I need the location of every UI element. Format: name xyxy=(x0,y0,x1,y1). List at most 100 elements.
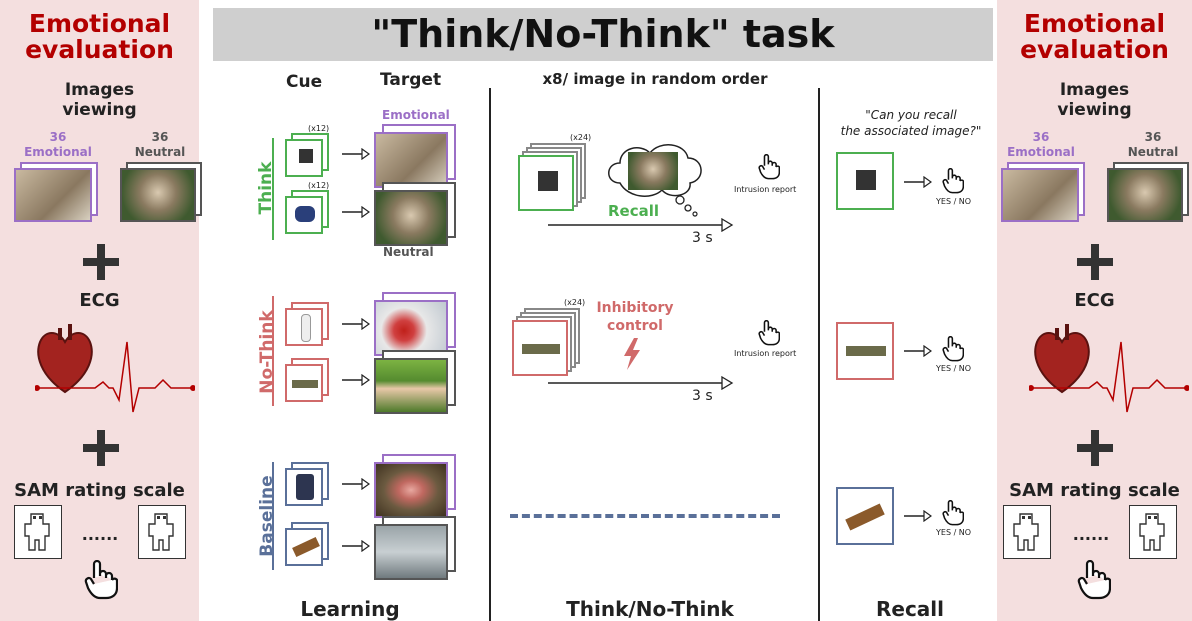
x12-label-b: (x12) xyxy=(308,181,330,190)
emotional-target-label: Emotional xyxy=(382,108,450,122)
recall-question-line2: the associated image?" xyxy=(840,124,982,138)
tnt-header: x8/ image in random order xyxy=(542,70,768,88)
left-neutral-label: Neutral xyxy=(134,145,186,159)
right-title-line2: evaluation xyxy=(1020,35,1169,64)
sam-figure-icon xyxy=(138,505,186,559)
nothink-target-emotional xyxy=(374,292,456,356)
left-sam-dots: ...... xyxy=(81,525,119,544)
tnt-footer: Think/No-Think xyxy=(566,597,734,621)
hand-pointer-icon xyxy=(942,168,964,194)
hand-pointer-icon xyxy=(84,560,118,600)
tnt-nothink-cue-stack xyxy=(512,308,582,380)
tick-insect-image xyxy=(14,168,92,222)
think-label: Think xyxy=(256,161,276,215)
x24-label-a: (x24) xyxy=(570,133,592,142)
plus-icon xyxy=(83,430,119,466)
plus-icon xyxy=(1077,244,1113,280)
recall-cue-nothink xyxy=(836,322,894,380)
sam-figure-icon xyxy=(1129,505,1177,559)
divider-learning-tnt xyxy=(489,88,491,621)
recall-cue-baseline xyxy=(836,487,894,545)
right-neutral-label: Neutral xyxy=(1127,145,1179,159)
left-neutral-count: 36 xyxy=(151,130,169,144)
baseline-target-neutral xyxy=(374,516,456,580)
divider-tnt-recall xyxy=(818,88,820,621)
right-viewing-line2: viewing xyxy=(1057,100,1132,120)
x12-label-a: (x12) xyxy=(308,124,330,133)
left-neutral-image-stack xyxy=(120,162,206,222)
think-target-neutral xyxy=(374,182,456,246)
hand-pointer-icon xyxy=(758,154,780,180)
inhibitory-line2: control xyxy=(607,318,663,334)
bloody-sink-image xyxy=(374,300,448,356)
right-emotional-label: Emotional xyxy=(1007,145,1075,159)
recall-word: Recall xyxy=(608,202,660,220)
feet-grass-image xyxy=(374,358,448,414)
hand-pointer-icon xyxy=(942,500,964,526)
tick-insect-image xyxy=(374,132,448,188)
x24-label-b: (x24) xyxy=(564,298,586,307)
plus-icon xyxy=(1077,430,1113,466)
left-emotional-image-stack xyxy=(14,162,100,222)
time-label-b: 3 s xyxy=(692,388,713,404)
left-ecg-label: ECG xyxy=(79,290,120,311)
sam-figure-icon xyxy=(1003,505,1051,559)
think-bracket xyxy=(272,138,274,240)
arrow-icon xyxy=(342,206,370,218)
lightning-icon xyxy=(624,338,640,370)
nothink-target-neutral xyxy=(374,350,456,414)
intrusion-report-a: Intrusion report xyxy=(734,185,797,194)
think-target-emotional xyxy=(374,124,456,188)
target-header: Target xyxy=(380,70,442,90)
nothink-label: No-Think xyxy=(257,310,277,394)
plus-icon xyxy=(83,244,119,280)
arrow-icon xyxy=(904,176,932,188)
nothink-cue-1 xyxy=(285,302,329,346)
neutral-target-label: Neutral xyxy=(383,245,434,259)
cat-image xyxy=(374,190,448,246)
hand-pointer-icon xyxy=(1077,560,1111,600)
arrow-icon xyxy=(342,374,370,386)
recall-footer: Recall xyxy=(875,597,945,621)
baseline-dashed-line xyxy=(510,514,780,518)
ecg-trace-icon xyxy=(35,341,195,413)
tnt-think-cue-stack xyxy=(518,143,588,215)
worm-image xyxy=(374,462,448,518)
tick-insect-image xyxy=(1001,168,1079,222)
learning-footer: Learning xyxy=(300,597,400,621)
nothink-bracket xyxy=(272,296,274,406)
arrow-icon xyxy=(342,148,370,160)
time-axis-arrow xyxy=(548,218,734,232)
hand-pointer-icon xyxy=(942,336,964,362)
cat-image xyxy=(120,168,196,222)
baseline-label: Baseline xyxy=(257,475,277,557)
baseline-cue-1 xyxy=(285,462,329,506)
yes-no-a: YES / NO xyxy=(936,197,972,206)
cat-image xyxy=(1107,168,1183,222)
think-cue-1 xyxy=(285,133,329,177)
inhibitory-line1: Inhibitory xyxy=(596,300,674,316)
left-viewing-line1: Images xyxy=(64,80,135,100)
right-viewing-line1: Images xyxy=(1059,80,1130,100)
ecg-trace-icon xyxy=(1029,341,1189,413)
left-sam-label: SAM rating scale xyxy=(14,480,185,501)
right-emotional-image-stack xyxy=(1001,162,1087,222)
header-bar: "Think/No-Think" task xyxy=(213,8,993,61)
heart-icon xyxy=(37,324,93,394)
think-cue-2 xyxy=(285,190,329,234)
yes-no-b: YES / NO xyxy=(936,364,972,373)
bicycle-image xyxy=(374,524,448,580)
time-axis-arrow xyxy=(548,376,734,390)
baseline-target-emotional xyxy=(374,454,456,518)
cue-header: Cue xyxy=(286,72,323,92)
left-evaluation-panel: Emotional evaluation Images viewing 36 E… xyxy=(0,0,202,621)
yes-no-c: YES / NO xyxy=(936,528,972,537)
cloud-cat-image xyxy=(628,152,678,190)
left-viewing-line2: viewing xyxy=(62,100,137,120)
right-title-line1: Emotional xyxy=(1023,9,1166,38)
hand-pointer-icon xyxy=(758,320,780,346)
sam-figure-icon xyxy=(14,505,62,559)
nothink-cue-2 xyxy=(285,358,329,402)
recall-cue-think xyxy=(836,152,894,210)
arrow-icon xyxy=(342,318,370,330)
